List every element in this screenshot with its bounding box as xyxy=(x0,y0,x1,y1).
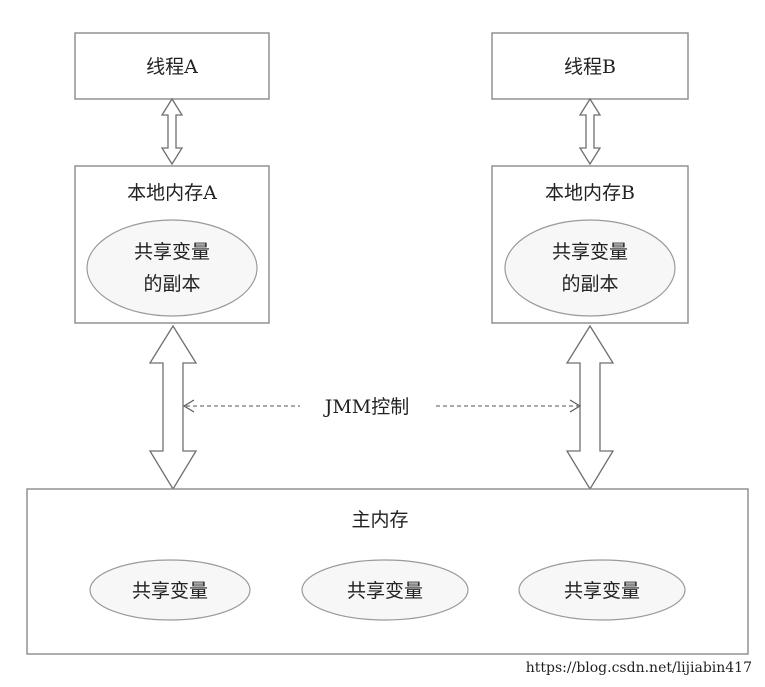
shared-variable-3-label: 共享变量 xyxy=(564,580,640,602)
watermark-text: https://blog.csdn.net/lijiabin417 xyxy=(526,660,752,676)
local-memory-b: 本地内存B 共享变量 的副本 xyxy=(491,165,689,324)
local-copy-a-line2: 的副本 xyxy=(143,273,200,295)
local-copy-b-line1: 共享变量 xyxy=(552,241,628,263)
jmm-arrowhead-right xyxy=(569,399,582,413)
jmm-control-label: JMM控制 xyxy=(323,396,410,418)
jmm-arrowhead-left xyxy=(182,399,195,413)
shared-variable-1-ellipse xyxy=(89,559,251,621)
thread-a-box xyxy=(74,32,270,100)
thread-a-node: 线程A xyxy=(74,32,270,100)
thread-b-label: 线程B xyxy=(564,56,616,78)
thread-b-box xyxy=(491,32,689,100)
shared-variable-2-ellipse xyxy=(301,559,469,621)
thread-b-node: 线程B xyxy=(491,32,689,100)
local-copy-b-line2: 的副本 xyxy=(561,273,618,295)
local-copy-b-ellipse xyxy=(504,219,676,317)
main-memory-label: 主内存 xyxy=(351,509,408,531)
shared-variable-2-label: 共享变量 xyxy=(347,580,423,602)
thread-a-label: 线程A xyxy=(146,56,198,78)
jmm-control-connector: JMM控制 xyxy=(182,396,582,418)
shared-variable-3-ellipse xyxy=(518,559,686,621)
local-copy-a-ellipse xyxy=(86,219,258,317)
local-a-main-arrow xyxy=(148,324,198,491)
thread-a-local-arrow xyxy=(160,97,184,166)
main-memory: 主内存 共享变量 共享变量 共享变量 xyxy=(26,488,749,655)
local-b-main-arrow xyxy=(565,324,615,491)
thread-b-local-arrow xyxy=(578,97,602,166)
local-copy-a-line1: 共享变量 xyxy=(134,241,210,263)
local-memory-b-label: 本地内存B xyxy=(545,182,635,204)
local-memory-a-label: 本地内存A xyxy=(127,182,217,204)
shared-variable-1-label: 共享变量 xyxy=(132,580,208,602)
local-memory-a: 本地内存A 共享变量 的副本 xyxy=(74,165,270,324)
